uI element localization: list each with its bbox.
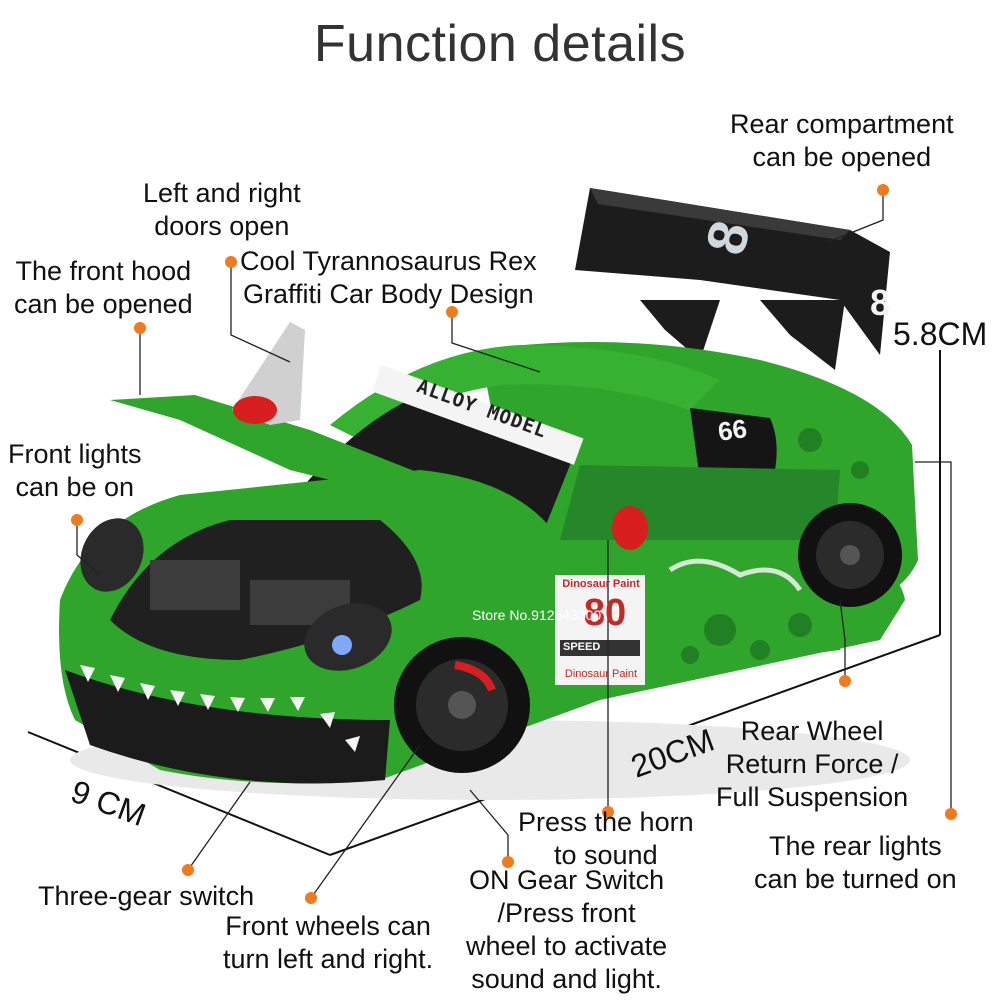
rear-wheel xyxy=(798,503,902,607)
shark-teeth xyxy=(80,665,360,752)
open-hood xyxy=(110,395,590,560)
marker-dot xyxy=(182,864,194,876)
side-mirror xyxy=(233,396,277,424)
marker-dot xyxy=(839,675,851,687)
car-roof xyxy=(330,345,720,440)
dinosaur-paint-sticker xyxy=(555,575,645,685)
height-dimension: 5.8CM xyxy=(893,316,988,352)
marker-dot xyxy=(446,306,458,318)
marker-dot xyxy=(502,856,514,868)
store-watermark: Store No.912543300 xyxy=(472,607,602,623)
side-window xyxy=(690,408,777,480)
leader-lines xyxy=(76,190,952,899)
door-number: 80 xyxy=(583,592,627,634)
front-bumper xyxy=(65,670,390,784)
speed-strip xyxy=(560,640,640,656)
marker-dot xyxy=(71,514,83,526)
side-mirror xyxy=(612,506,648,550)
side-number: 66 xyxy=(715,413,749,447)
sticker-bottom-text: Dinosaur Paint xyxy=(564,668,638,680)
marker-dot xyxy=(877,184,889,196)
label-gear-switch: Three-gear switch xyxy=(38,881,255,911)
dino-graffiti xyxy=(668,428,869,664)
sticker-speed-text: SPEED xyxy=(563,641,601,653)
wing-side-number: 8 xyxy=(870,282,891,323)
front-headlight xyxy=(80,518,144,592)
marker-dot xyxy=(602,806,614,818)
door-window-frame xyxy=(560,465,840,540)
alloy-model-banner xyxy=(371,364,584,465)
marker-dot xyxy=(225,256,237,268)
engine-grille xyxy=(150,560,240,610)
marker-dot xyxy=(305,892,317,904)
sticker-top-text: Dinosaur Paint xyxy=(562,578,640,590)
front-wheel xyxy=(394,637,530,773)
page-title: Function details xyxy=(313,15,687,73)
rear-wing xyxy=(575,188,890,370)
marker-dot xyxy=(945,808,957,820)
marker-dot xyxy=(134,322,146,334)
headlight-lamp xyxy=(332,635,352,655)
